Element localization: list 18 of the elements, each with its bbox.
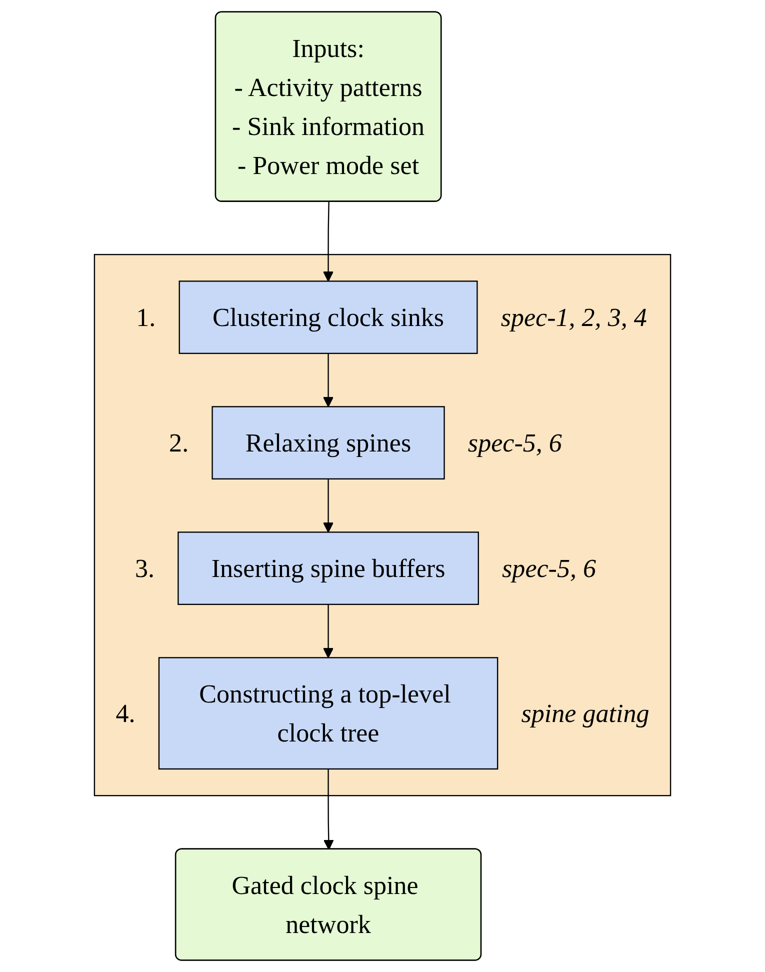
arrow xyxy=(323,202,334,282)
arrow xyxy=(323,353,334,408)
arrow xyxy=(323,478,334,533)
step-note: spec-5, 6 xyxy=(468,428,562,458)
cluster xyxy=(94,254,672,796)
arrow xyxy=(323,604,334,658)
step-note: spec-5, 6 xyxy=(502,554,596,583)
step-number: 2. xyxy=(169,428,189,458)
arrow xyxy=(323,768,334,850)
step-number: 1. xyxy=(136,302,156,332)
step-note: spine gating xyxy=(521,698,650,728)
node-box: Relaxing spines xyxy=(212,406,445,480)
node-box: Constructing a top-level clock tree xyxy=(158,657,498,770)
step-number: 4. xyxy=(116,698,136,728)
node-box: Clustering clock sinks xyxy=(178,280,478,354)
step-note: spec-1, 2, 3, 4 xyxy=(500,302,647,332)
step-number: 3. xyxy=(134,554,154,583)
node-box: Inserting spine buffers xyxy=(178,532,479,605)
